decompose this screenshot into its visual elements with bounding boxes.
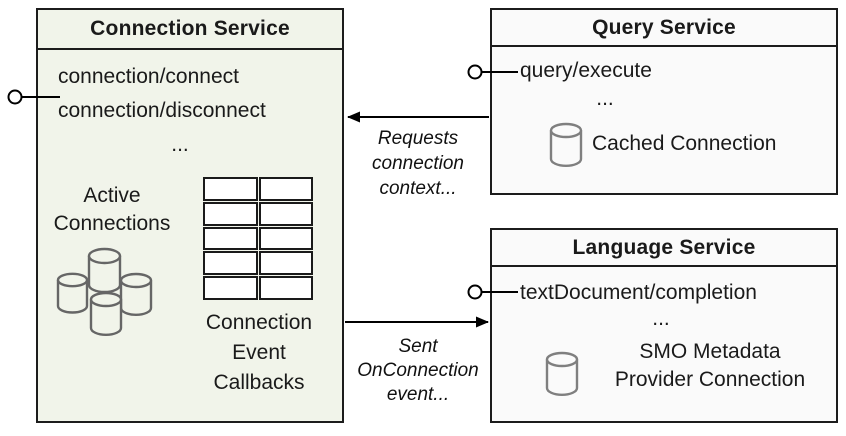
connection-connect-method: connection/connect: [58, 65, 239, 88]
callback-table-cell: [203, 251, 258, 276]
query-service-title: Query Service: [492, 10, 836, 47]
language-service-title: Language Service: [492, 230, 836, 267]
callbacks-label: Connection Event Callbacks: [205, 311, 313, 394]
callback-table-cell: [203, 177, 258, 201]
cached-connection-label: Cached Connection: [592, 132, 777, 155]
textdocument-completion-method: textDocument/completion: [520, 281, 757, 304]
active-connections-label: Active Connections: [53, 184, 171, 235]
database-cylinder-icon: [545, 351, 579, 396]
requests-connection-context-label: Requests connection context...: [372, 128, 464, 199]
query-methods-ellipsis: ...: [596, 87, 614, 110]
database-cylinder-icon: [119, 272, 153, 316]
database-cylinder-icon: [549, 122, 583, 167]
smo-metadata-label: SMO Metadata Provider Connection: [614, 340, 806, 391]
callback-table-cell: [258, 226, 313, 251]
callback-table-cell: [203, 226, 258, 251]
callback-table-cell: [258, 177, 313, 201]
callback-table-cell: [258, 276, 313, 300]
database-cylinder-icon: [56, 272, 89, 314]
database-cylinder-icon: [87, 247, 122, 294]
callback-table-cell: [203, 276, 258, 300]
query-service-box: Query Service: [490, 8, 838, 195]
callback-table-cell: [203, 201, 258, 226]
connection-methods-ellipsis: ...: [171, 133, 189, 156]
language-methods-ellipsis: ...: [652, 307, 670, 330]
callback-table-cell: [258, 251, 313, 276]
database-cylinder-icon: [89, 291, 123, 336]
query-service-methods: query/execute ...: [520, 55, 690, 111]
connection-service-title: Connection Service: [38, 10, 342, 50]
callback-table-cell: [258, 201, 313, 226]
connection-service-methods: connection/connect connection/disconnect…: [58, 60, 302, 162]
language-service-methods: textDocument/completion ...: [520, 278, 802, 330]
sent-onconnection-event-label: Sent OnConnection event...: [357, 336, 479, 405]
query-execute-method: query/execute: [520, 59, 652, 82]
connection-disconnect-method: connection/disconnect: [58, 99, 266, 122]
callback-table-icon: [203, 177, 313, 300]
